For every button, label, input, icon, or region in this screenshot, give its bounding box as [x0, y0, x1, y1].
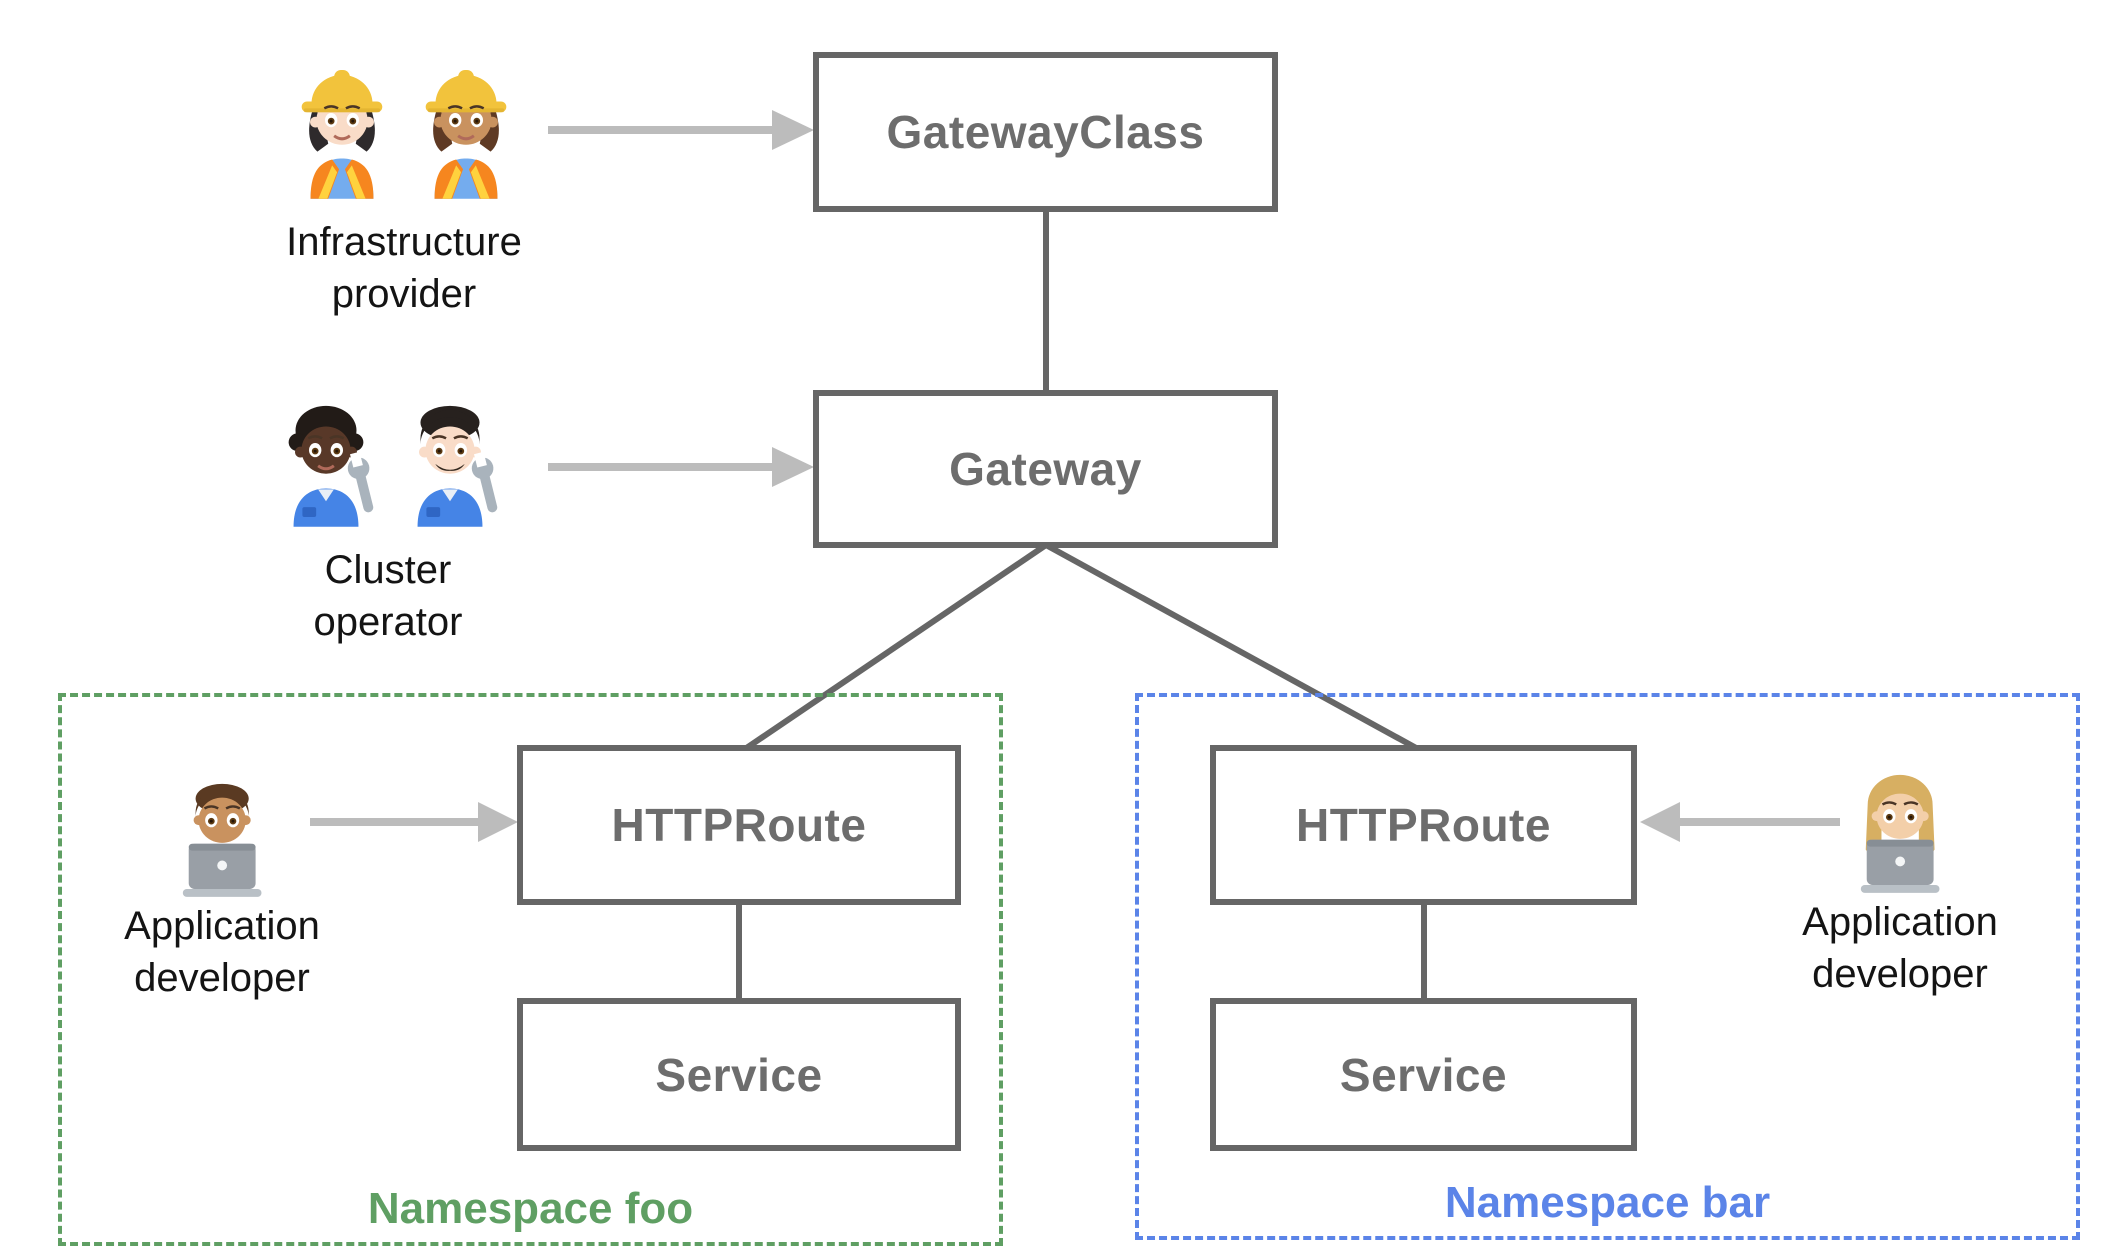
cluster-operator-avatars — [267, 384, 509, 528]
edge-gateway-httproute-foo — [743, 542, 1048, 752]
gatewayclass-box: GatewayClass — [813, 52, 1278, 212]
httproute-bar-box: HTTPRoute — [1210, 745, 1637, 905]
woman-construction-worker-medium-icon — [425, 69, 507, 199]
service-foo-label: Service — [655, 1048, 823, 1101]
service-foo-box: Service — [517, 998, 961, 1151]
namespace-foo-label: Namespace foo — [367, 1184, 694, 1233]
namespace-bar-label: Namespace bar — [1444, 1178, 1771, 1227]
arrow-infrastructure-to-gatewayclass — [548, 110, 814, 150]
label-line: provider — [331, 272, 477, 316]
infrastructure-provider-avatars — [283, 56, 525, 200]
gateway-box: Gateway — [813, 390, 1278, 548]
arrow-cluster-operator-to-gateway — [548, 447, 814, 487]
mechanic-dark-skin-icon — [288, 405, 374, 527]
service-bar-label: Service — [1339, 1048, 1508, 1101]
woman-construction-worker-light-icon — [301, 69, 383, 199]
httproute-foo-box: HTTPRoute — [517, 745, 961, 905]
man-technologist-icon — [182, 783, 262, 897]
application-developer-foo-label: Application developer — [124, 900, 320, 1004]
httproute-bar-label: HTTPRoute — [1296, 799, 1551, 851]
httproute-foo-label: HTTPRoute — [611, 799, 867, 851]
namespace-foo-boundary: Namespace foo — [58, 693, 1003, 1246]
service-bar-box: Service — [1210, 998, 1637, 1151]
infrastructure-provider-label: Infrastructure provider — [286, 216, 522, 320]
woman-technologist-icon — [1860, 774, 1940, 893]
man-mechanic-light-icon — [417, 405, 498, 527]
label-line: Application — [124, 904, 320, 948]
label-line: Infrastructure — [286, 220, 522, 264]
label-line: Application — [1802, 900, 1998, 944]
namespace-bar-boundary: Namespace bar — [1135, 693, 2080, 1240]
label-line: Cluster — [324, 548, 452, 592]
cluster-operator-label: Cluster operator — [314, 544, 463, 648]
gateway-label: Gateway — [949, 443, 1142, 495]
persona-application-developer-bar: Application developer — [1802, 756, 1998, 1000]
arrow-developer-to-httproute-foo — [310, 802, 518, 842]
application-developer-foo-avatar — [163, 760, 281, 904]
persona-application-developer-foo: Application developer — [124, 760, 320, 1004]
application-developer-bar-label: Application developer — [1802, 896, 1998, 1000]
persona-infrastructure-provider: Infrastructure provider — [283, 56, 525, 320]
label-line: operator — [313, 600, 463, 644]
gatewayclass-label: GatewayClass — [886, 106, 1205, 158]
application-developer-bar-avatar — [1841, 756, 1959, 900]
arrow-developer-to-httproute-bar — [1640, 802, 1840, 842]
label-line: developer — [134, 956, 310, 1000]
persona-cluster-operator: Cluster operator — [267, 384, 509, 648]
edge-gateway-httproute-bar — [1044, 542, 1420, 752]
label-line: developer — [1812, 952, 1988, 996]
